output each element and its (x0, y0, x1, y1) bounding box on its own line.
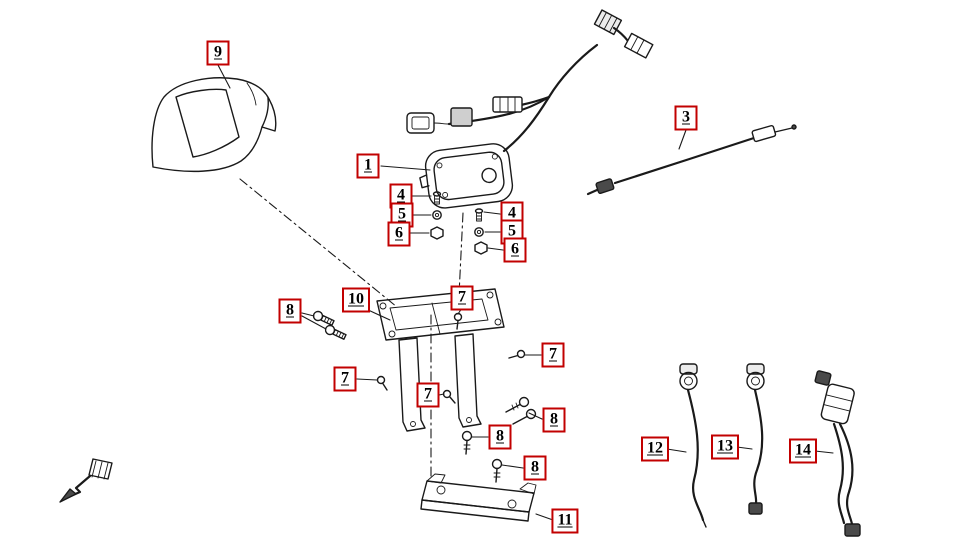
meter-cover-drawing (151, 77, 277, 173)
fastener-set-left-drawing (430, 191, 444, 240)
callout-12: 12 (641, 436, 669, 462)
lower-bracket-drawing (420, 473, 537, 522)
callout-7-left: 7 (333, 366, 357, 392)
direction-arrow-icon (59, 458, 113, 503)
screw-7-left-drawing (376, 375, 388, 391)
callout-8-right: 8 (542, 407, 566, 433)
callout-1: 1 (356, 153, 380, 179)
speedometer-drawing (419, 143, 514, 209)
wire-harness-drawing (406, 9, 654, 153)
bolt-8-right-drawing (505, 396, 537, 425)
callout-13: 13 (711, 434, 739, 460)
connector-icon (623, 32, 654, 59)
screw-7-right-drawing (508, 349, 526, 359)
lead-wire-13-drawing (746, 363, 765, 515)
screw-7-middle-drawing (442, 389, 456, 404)
connector-icon (492, 96, 523, 113)
callout-5-left: 5 (390, 202, 414, 228)
callout-7-right: 7 (541, 342, 565, 368)
callout-8-lower: 8 (523, 455, 547, 481)
fastener-set-right-drawing (474, 208, 488, 255)
lead-wire-12-drawing (679, 363, 707, 528)
leader-lines (217, 64, 834, 521)
sensor-14-drawing (814, 370, 861, 537)
callout-7-middle: 7 (416, 382, 440, 408)
callout-6-right: 6 (503, 237, 527, 263)
callout-3: 3 (674, 105, 698, 131)
bolt-pair-upper-left-drawing (312, 310, 347, 340)
relay-icon (406, 112, 435, 134)
mounting-bracket-drawing (376, 288, 505, 432)
bolt-8-middle-drawing (461, 430, 473, 455)
callout-14: 14 (789, 438, 817, 464)
callout-7-top: 7 (450, 285, 474, 311)
bolt-8-lower-drawing (491, 458, 503, 483)
assembly-centerlines (239, 178, 464, 479)
speedometer-cable-drawing (586, 124, 797, 196)
callout-11: 11 (551, 508, 579, 534)
screw-7-top-drawing (453, 312, 463, 330)
callout-8-middle: 8 (488, 424, 512, 450)
callout-8-upper-left: 8 (278, 298, 302, 324)
connector-icon (450, 107, 473, 127)
callout-10: 10 (342, 287, 370, 313)
callout-6-left: 6 (387, 221, 411, 247)
callout-9: 9 (206, 40, 230, 66)
